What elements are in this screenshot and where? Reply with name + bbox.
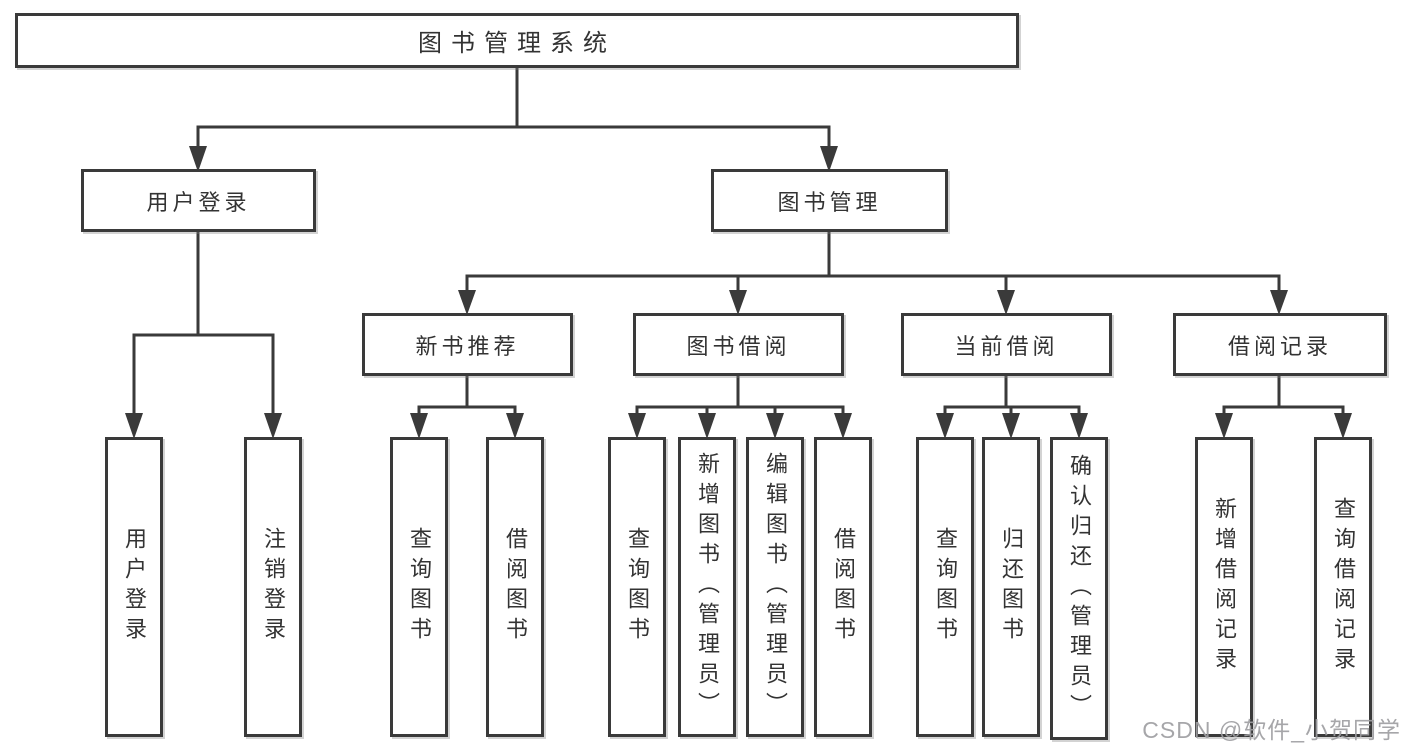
node-current-borrow: 当前借阅 [901, 313, 1112, 376]
arrowhead [1270, 290, 1288, 315]
arrowhead [125, 413, 143, 439]
node-borrow-record: 借阅记录 [1173, 313, 1387, 376]
arrowhead [189, 146, 207, 172]
arrowhead [936, 413, 954, 439]
arrowhead [628, 413, 646, 439]
leaf-edit-book-admin: 编辑图书（管理员） [746, 437, 804, 737]
leaf-borrow-book: 借阅图书 [814, 437, 872, 737]
leaf-query-book-recommend: 查询图书 [390, 437, 448, 737]
arrowhead [997, 290, 1015, 315]
arrowhead [410, 413, 428, 439]
arrowhead [698, 413, 716, 439]
arrowhead [458, 290, 476, 315]
arrowhead [264, 413, 282, 439]
node-new-book-recommend: 新书推荐 [362, 313, 573, 376]
arrowhead [1334, 413, 1352, 439]
node-book-borrow: 图书借阅 [633, 313, 844, 376]
arrowhead [1002, 413, 1020, 439]
leaf-add-borrow-record: 新增借阅记录 [1195, 437, 1253, 737]
leaf-confirm-return-admin: 确认归还（管理员） [1050, 437, 1108, 740]
leaf-query-borrow-record: 查询借阅记录 [1314, 437, 1372, 737]
arrowhead [1215, 413, 1233, 439]
arrowhead [820, 146, 838, 172]
arrowhead [506, 413, 524, 439]
leaf-borrow-book-recommend: 借阅图书 [486, 437, 544, 737]
leaf-user-login: 用户登录 [105, 437, 163, 737]
leaf-query-book-borrow: 查询图书 [608, 437, 666, 737]
leaf-return-book: 归还图书 [982, 437, 1040, 737]
arrowhead [766, 413, 784, 439]
leaf-logout: 注销登录 [244, 437, 302, 737]
arrowhead [834, 413, 852, 439]
leaf-query-book-current: 查询图书 [916, 437, 974, 737]
csdn-watermark: CSDN @软件_小贺同学 [1142, 717, 1401, 743]
node-book-management: 图书管理 [711, 169, 948, 232]
arrowhead [729, 290, 747, 315]
leaf-add-book-admin: 新增图书（管理员） [678, 437, 736, 737]
node-root: 图书管理系统 [15, 13, 1019, 68]
arrowhead [1070, 413, 1088, 439]
node-user-login: 用户登录 [81, 169, 316, 232]
